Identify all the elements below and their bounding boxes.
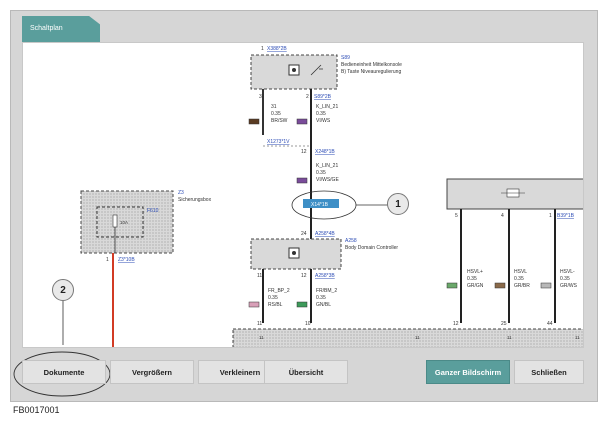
- connector-1-ref2[interactable]: X248*1B: [315, 149, 335, 155]
- schliessen-button[interactable]: Schließen: [514, 360, 584, 384]
- hsvl-1-color: GR/GN: [467, 283, 484, 289]
- tab-schaltplan[interactable]: Schaltplan: [22, 16, 100, 42]
- bdc-wire-left-gauge: 0.35: [268, 295, 278, 301]
- hsvl-3-color: GR/WS: [560, 283, 578, 289]
- top-module-name: Bedieneinheit Mittelkonsole: [341, 62, 402, 68]
- bdc-wire-right-gauge: 0.35: [316, 295, 326, 301]
- wire-mid-color: VI/WS: [316, 118, 331, 124]
- hsvl-3-gauge: 0.35: [560, 276, 570, 282]
- hsvl-2-swatch: [494, 282, 506, 289]
- hsvl-1-gauge: 0.35: [467, 276, 477, 282]
- button-bar: Dokumente Vergrößern Verkleinern Übersic…: [22, 356, 584, 388]
- uebersicht-button[interactable]: Übersicht: [264, 360, 348, 384]
- wire-mid2-gauge: 0.35: [316, 170, 326, 176]
- vergroessern-button[interactable]: Vergrößern: [110, 360, 194, 384]
- highlight-connector[interactable]: [303, 199, 339, 208]
- hsvl-2-color: GR/BR: [514, 283, 530, 289]
- wire-mid2-color: VI/WS/GE: [316, 177, 339, 183]
- switch-symbol-icon: [310, 64, 323, 76]
- right-module-pin-c: 1: [549, 213, 552, 219]
- wire-mid2-swatch: [296, 177, 308, 184]
- wire-mid-signal: K_LIN_21: [316, 104, 338, 110]
- hsvl-3-signal: HSVL-: [560, 269, 575, 275]
- bdc-name: Body Domain Controller: [345, 245, 398, 251]
- callout-1: 1: [387, 193, 409, 215]
- top-module-id[interactable]: S89: [341, 55, 350, 61]
- ganzer-bildschirm-button[interactable]: Ganzer Bildschirm: [426, 360, 510, 384]
- bdc-pin-right: 12: [301, 273, 307, 279]
- bdc-pin-right-ref[interactable]: A258*3B: [315, 273, 335, 279]
- wire-left-gauge: 0.35: [271, 111, 281, 117]
- hsvl-2-signal: HSVL: [514, 269, 527, 275]
- top-module-subname: B) Taste Niveauregulierung: [341, 69, 401, 75]
- bdc-wire-left-swatch: [248, 301, 260, 308]
- bdc-wire-right-signal: FR/BM_2: [316, 288, 337, 294]
- connector-1-ref[interactable]: X1273*1V: [267, 139, 290, 145]
- bdc-wire-right-color: GN/BL: [316, 302, 331, 308]
- bus-bar: [232, 328, 583, 347]
- highlight-ref[interactable]: X14*1B: [311, 202, 329, 208]
- wire-mid-gauge: 0.35: [316, 111, 326, 117]
- top-module-pin-left: 3: [259, 94, 262, 100]
- right-module-pin-c-ref[interactable]: B39*1B: [557, 213, 575, 219]
- top-module-connector-ref[interactable]: X388*2B: [267, 46, 287, 52]
- bdc-wire-right-swatch: [296, 301, 308, 308]
- bus-pin-5: 25: [501, 321, 507, 327]
- fuse-inner-box: [96, 206, 144, 238]
- bus-pin-4: 12: [453, 321, 459, 327]
- bus-label-1: 11: [259, 335, 264, 340]
- hsvl-3-swatch: [540, 282, 552, 289]
- bdc-top-pin: 24: [301, 231, 307, 237]
- bus-label-3: 11: [507, 335, 512, 340]
- bdc-id[interactable]: A258: [345, 238, 357, 244]
- dokumente-button[interactable]: Dokumente: [22, 360, 106, 384]
- wire-mid-swatch: [296, 118, 308, 125]
- fuse-box-id[interactable]: Z3: [178, 190, 184, 196]
- bdc-pin-left: 11: [257, 273, 262, 279]
- right-module-pin-a: 5: [455, 213, 458, 219]
- wire-left-color: BR/SW: [271, 118, 288, 124]
- bus-pin-2: 10: [305, 321, 311, 327]
- hsvl-2-gauge: 0.35: [514, 276, 524, 282]
- fuse-rating: 10A: [120, 220, 128, 225]
- wire-mid2-signal: K_LIN_21: [316, 163, 338, 169]
- bus-pin-1: 11: [257, 321, 262, 327]
- hsvl-1-swatch: [446, 282, 458, 289]
- bdc-wire-left-color: RS/BL: [268, 302, 283, 308]
- bus-pin-6: 44: [547, 321, 553, 327]
- fuse-pin: 1: [106, 257, 109, 263]
- connector-1-pin: 12: [301, 149, 307, 155]
- bus-label-2: 11: [415, 335, 420, 340]
- top-module-pin-right-ref[interactable]: S89*2B: [314, 94, 332, 100]
- fuse-icon: [112, 214, 118, 228]
- wire-left-swatch: [248, 118, 260, 125]
- bdc-wire-left-signal: FR_BP_2: [268, 288, 290, 294]
- wire-left-signal: 31: [271, 104, 277, 110]
- callout-2: 2: [52, 279, 74, 301]
- fuse-pin-ref[interactable]: Z3*10B: [118, 257, 135, 263]
- right-module-pin-b: 4: [501, 213, 504, 219]
- image-code: FB0017001: [13, 405, 60, 415]
- bdc-top-ref[interactable]: A258*4B: [315, 231, 335, 237]
- top-module-pin-right: 2: [306, 94, 309, 100]
- wiring-diagram: 1 X388*2B S89 Bedieneinheit Mittelkonsol…: [22, 42, 584, 348]
- fuse-id[interactable]: F610: [147, 208, 159, 214]
- bus-label-4: 11: [575, 335, 580, 340]
- fuse-box: [80, 190, 174, 254]
- fuse-box-name: Sicherungsbox: [178, 197, 212, 203]
- hsvl-1-signal: HSVL+: [467, 269, 483, 275]
- top-module-pin-marker: 1: [261, 46, 264, 52]
